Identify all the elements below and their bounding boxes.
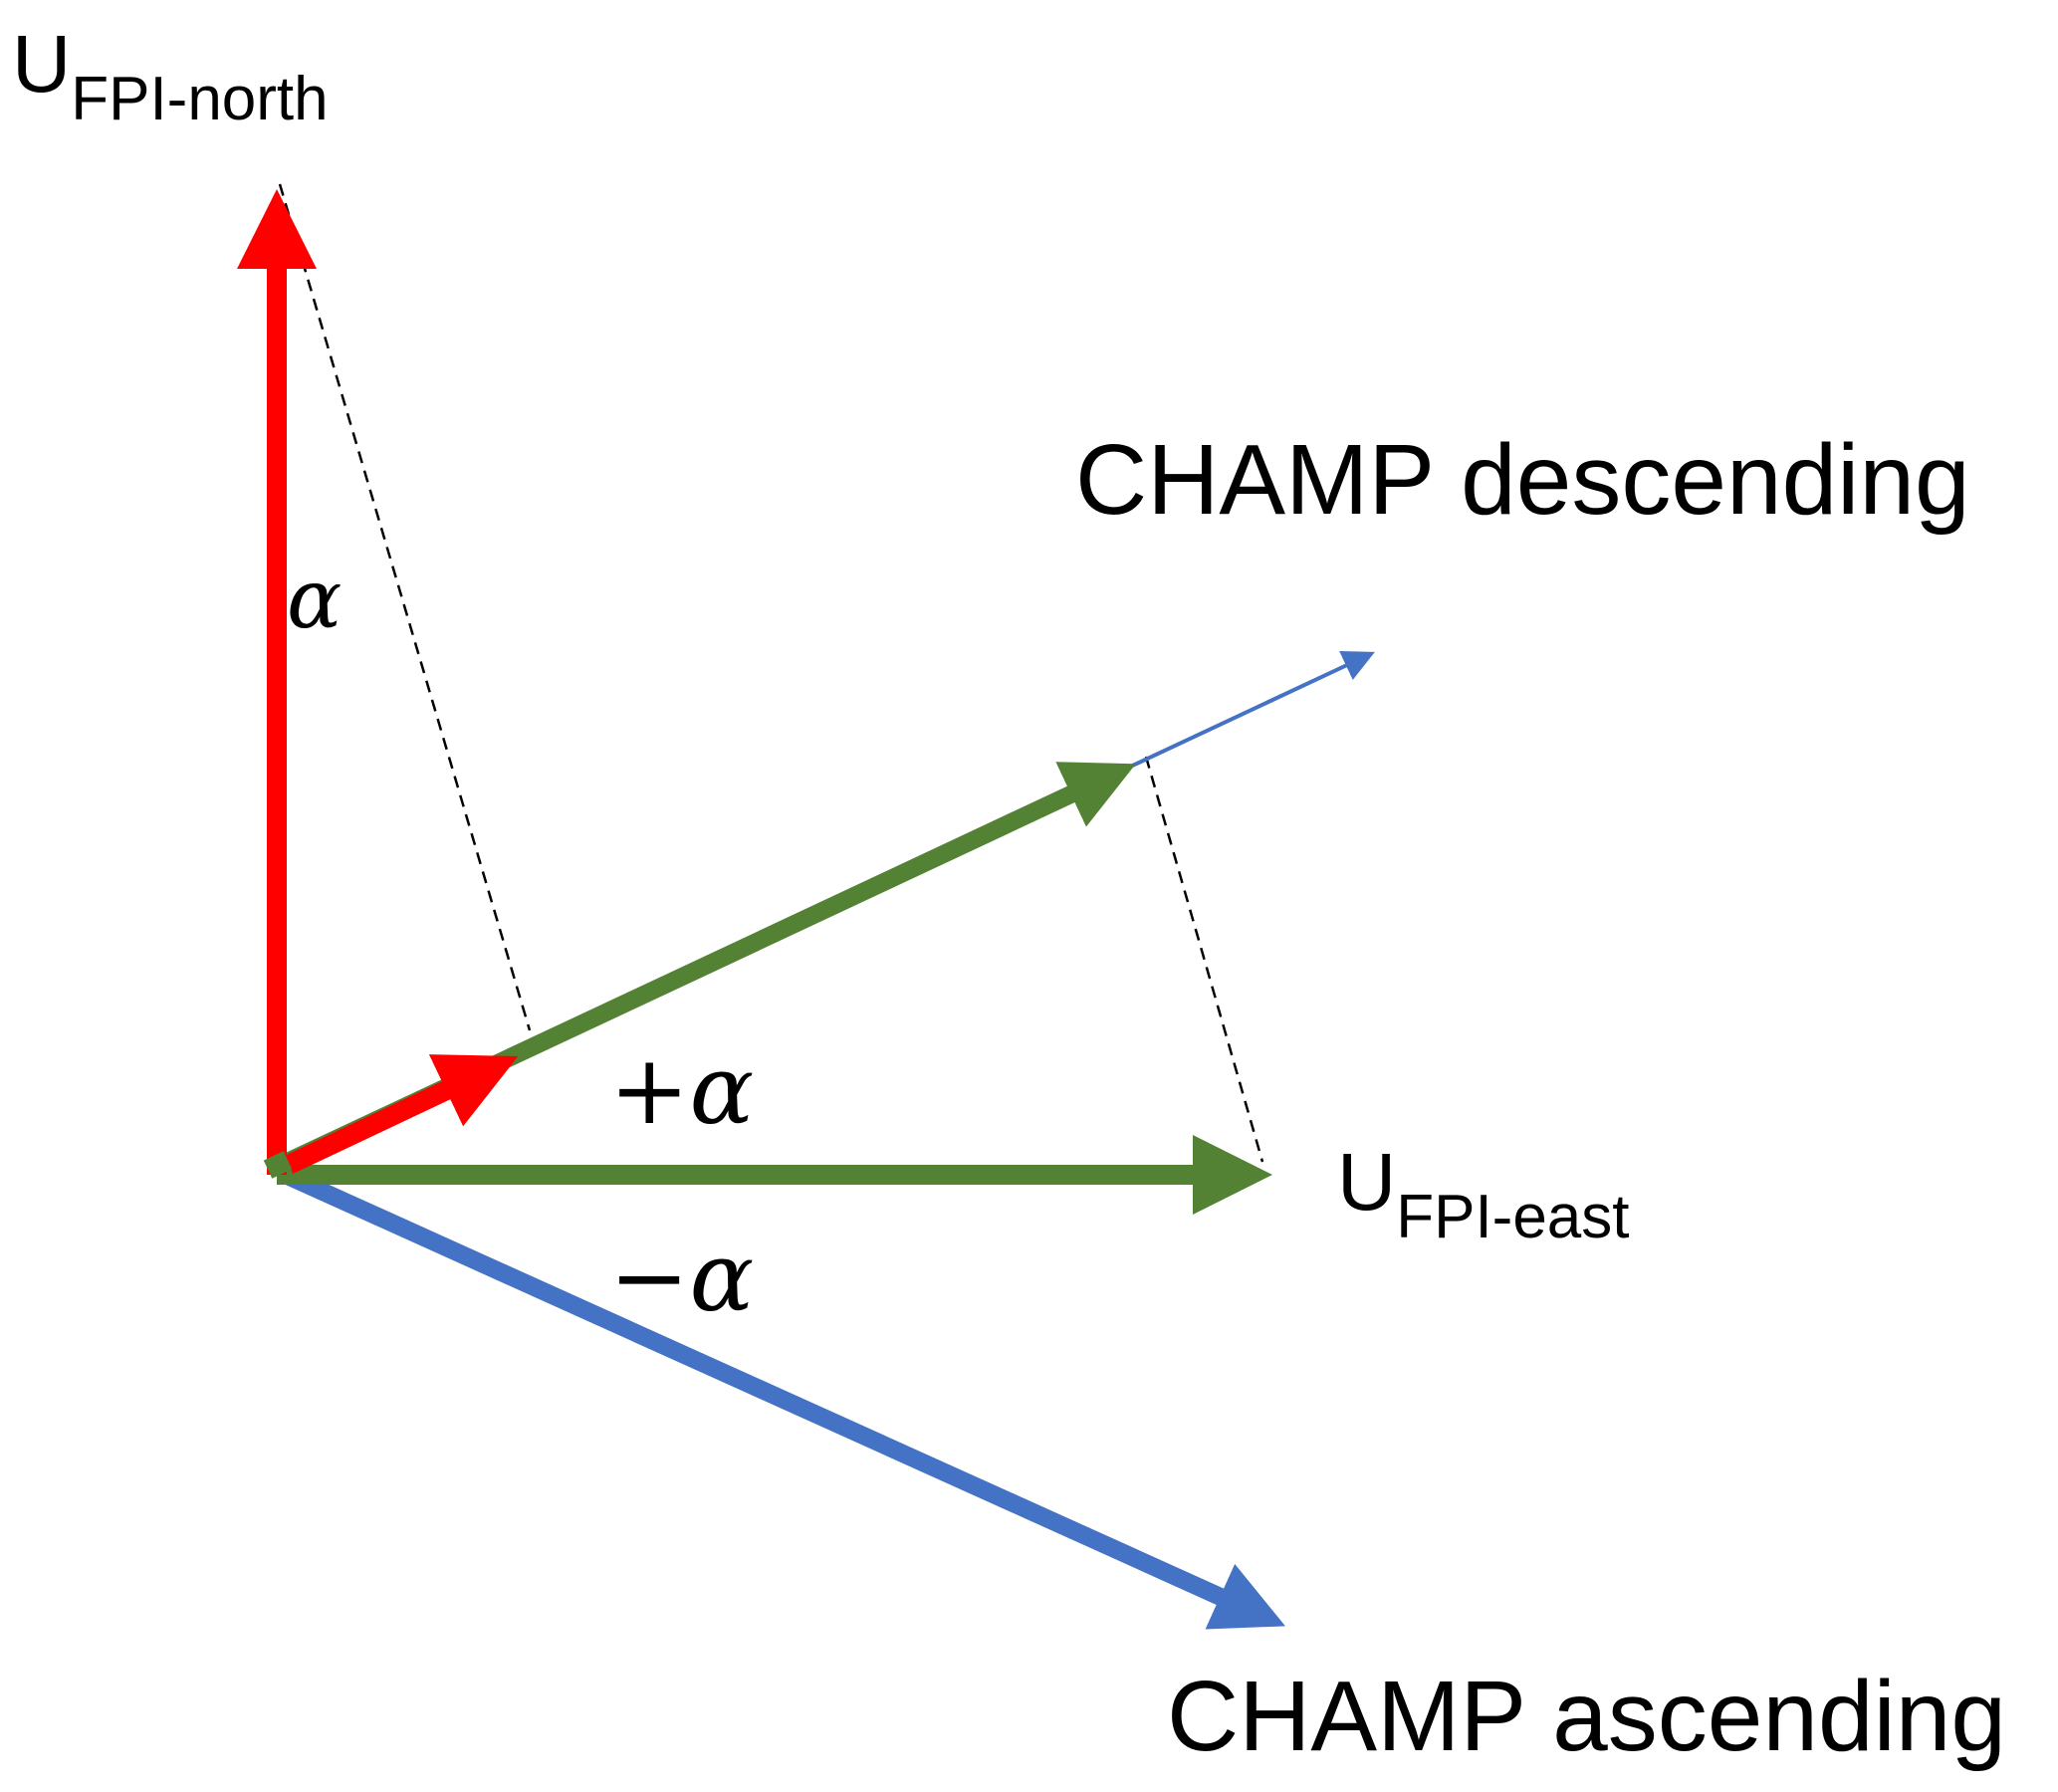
champ-ascending-label: CHAMP ascending <box>1167 1661 2006 1772</box>
dashed-projection-east <box>1144 756 1264 1163</box>
champ-descending-label: CHAMP descending <box>1075 424 1970 536</box>
champ-ascending-arrow <box>277 1164 1285 1630</box>
u-fpi-east-subscript: FPI-east <box>1396 1183 1629 1251</box>
alpha-angle-label: α <box>287 553 342 647</box>
plus-alpha-label: +α <box>609 1034 754 1146</box>
dashed-projection-north <box>278 183 532 1031</box>
u-fpi-east-label: UFPI-east <box>1337 1137 1630 1251</box>
origin-joint <box>263 1151 293 1179</box>
u-fpi-north-label: UFPI-north <box>12 19 329 133</box>
projected-north-component-arrow <box>284 1054 519 1175</box>
u-fpi-north-subscript: FPI-north <box>71 65 328 133</box>
minus-alpha-label: −α <box>609 1222 754 1333</box>
